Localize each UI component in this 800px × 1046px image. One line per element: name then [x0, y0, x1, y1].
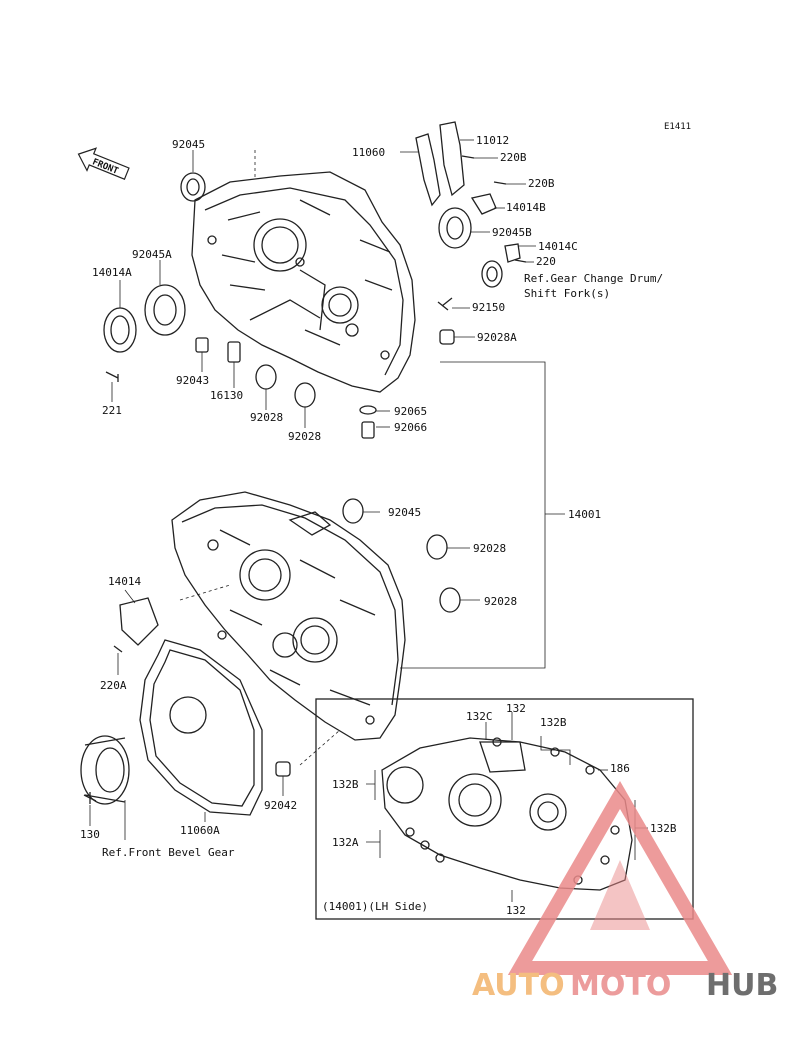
label-132B-left: 132B — [332, 778, 359, 791]
watermark-moto: MOTO — [570, 968, 671, 1003]
label-16130: 16130 — [210, 389, 243, 402]
bolt-220 — [514, 259, 527, 263]
label-92045B: 92045B — [492, 226, 532, 239]
label-92065: 92065 — [394, 405, 427, 418]
cover-11012 — [439, 121, 465, 197]
watermark-triangle-icon — [507, 781, 733, 975]
label-14014: 14014 — [108, 575, 141, 588]
upper-crankcase-half — [191, 171, 416, 393]
leader-lines — [89, 139, 648, 902]
label-132A: 132A — [332, 836, 359, 849]
dowel-92042 — [275, 761, 291, 777]
bearing-92045B — [438, 207, 472, 249]
bearing-92045-top — [180, 172, 206, 202]
bearing-92045-mid — [342, 498, 364, 524]
label-92028-a: 92028 — [250, 411, 283, 424]
label-132-top: 132 — [506, 702, 526, 715]
washer-92065 — [359, 405, 377, 415]
label-132B-top: 132B — [540, 716, 567, 729]
label-92045A: 92045A — [132, 248, 172, 261]
label-132C: 132C — [466, 710, 493, 723]
label-92150: 92150 — [472, 301, 505, 314]
label-220A: 220A — [100, 679, 127, 692]
label-92042: 92042 — [264, 799, 297, 812]
label-92045-top: 92045 — [172, 138, 205, 151]
label-132-bottom: 132 — [506, 904, 526, 917]
lower-crankcase-half — [171, 491, 406, 741]
bolt-92150 — [437, 297, 453, 311]
lh-side-inset-frame — [315, 698, 694, 920]
label-lh-side: (14001)(LH Side) — [322, 900, 428, 913]
bearing-92045A — [144, 284, 186, 336]
label-ref-front-bevel: Ref.Front Bevel Gear — [102, 846, 235, 859]
lh-side-crankcase-detail — [381, 737, 633, 891]
plate-14014A — [103, 307, 137, 353]
pin-92043 — [195, 337, 209, 353]
gear-change-drum-ring — [481, 260, 503, 288]
plug-92028-a — [255, 364, 277, 390]
label-14014B: 14014B — [506, 201, 546, 214]
bolt-221 — [105, 371, 119, 382]
plug-92028-d — [439, 587, 461, 613]
bolt-220B-2 — [493, 181, 507, 185]
plug-92066 — [361, 421, 375, 439]
label-92028-b: 92028 — [288, 430, 321, 443]
label-92028-d: 92028 — [484, 595, 517, 608]
gasket-11060A — [139, 639, 263, 816]
label-14001: 14001 — [568, 508, 601, 521]
automotohub-watermark: AUTO MOTO HUB — [472, 781, 778, 1003]
label-11012: 11012 — [476, 134, 509, 147]
label-11060: 11060 — [352, 146, 385, 159]
label-130: 130 — [80, 828, 100, 841]
gasket-11060 — [415, 133, 441, 207]
bolt-130 — [83, 792, 97, 804]
label-11060A: 11060A — [180, 824, 220, 837]
bolt-220B-1 — [461, 155, 475, 159]
label-92066: 92066 — [394, 421, 427, 434]
bolt-220A — [113, 645, 123, 653]
label-92043: 92043 — [176, 374, 209, 387]
part-16130 — [227, 341, 241, 363]
plug-92028-c — [426, 534, 448, 560]
part-labels: 92045 11060 11012 220B 220B 14014B 92045… — [80, 134, 677, 917]
diagram-code: E1411 — [664, 122, 691, 132]
label-14014C: 14014C — [538, 240, 578, 253]
watermark-hub: HUB — [706, 968, 778, 1003]
plug-92028-b — [294, 382, 316, 408]
label-220B-1: 220B — [500, 151, 527, 164]
label-92028A: 92028A — [477, 331, 517, 344]
label-132B-right: 132B — [650, 822, 677, 835]
label-14014A: 14014A — [92, 266, 132, 279]
plate-14014 — [119, 597, 159, 646]
front-bevel-gear-housing — [80, 735, 130, 805]
plate-14014C — [504, 243, 521, 263]
label-220: 220 — [536, 255, 556, 268]
label-186: 186 — [610, 762, 630, 775]
label-220B-2: 220B — [528, 177, 555, 190]
front-arrow-icon: FRONT — [77, 147, 130, 180]
plug-92028A — [439, 329, 455, 345]
label-221: 221 — [102, 404, 122, 417]
plate-14014B — [470, 193, 497, 215]
watermark-auto: AUTO — [472, 968, 565, 1003]
label-92045-mid: 92045 — [388, 506, 421, 519]
label-92028-c: 92028 — [473, 542, 506, 555]
label-ref-gear-change-1: Ref.Gear Change Drum/ — [524, 272, 663, 285]
label-ref-gear-change-2: Shift Fork(s) — [524, 287, 610, 300]
